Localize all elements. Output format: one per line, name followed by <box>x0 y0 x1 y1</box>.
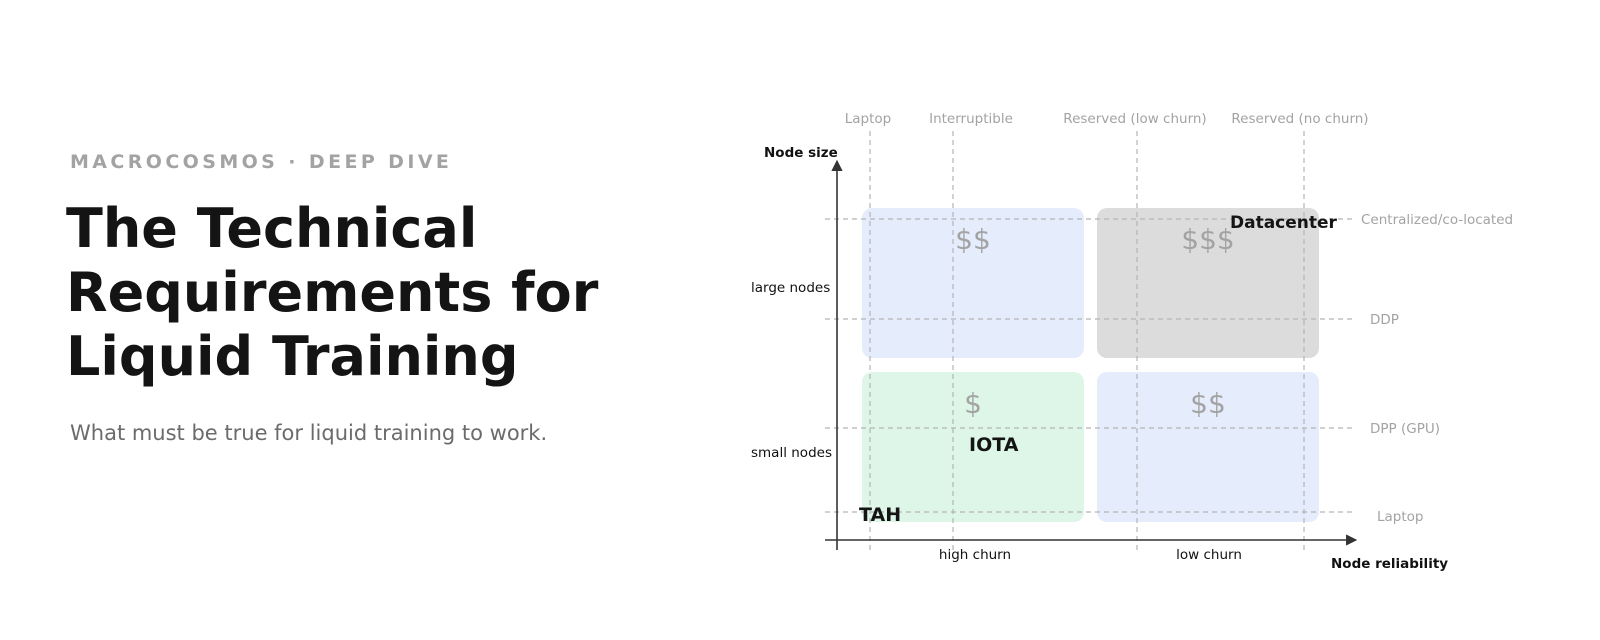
page-title: The Technical Requirements for Liquid Tr… <box>66 197 706 389</box>
top-labels: Laptop Interruptible Reserved (low churn… <box>845 111 1369 127</box>
region-label-tah: TAH <box>859 504 901 526</box>
top-label-reserved-no: Reserved (no churn) <box>1231 111 1368 127</box>
col-label-low-churn: low churn <box>1176 547 1242 563</box>
y-axis-label: Node size <box>764 145 838 161</box>
vertical-guides <box>869 131 1305 552</box>
cost-markers: $$ $$$ $ $$ <box>955 223 1235 420</box>
row-label-large: large nodes <box>751 280 830 296</box>
right-label-dpp: DPP (GPU) <box>1370 421 1440 437</box>
quadrant-small-low-churn <box>1097 372 1319 522</box>
region-label-iota: IOTA <box>969 434 1019 456</box>
horizontal-guides <box>825 218 1355 513</box>
eyebrow-label: MACROCOSMOS · DEEP DIVE <box>70 151 453 173</box>
right-labels: Centralized/co-located DDP DPP (GPU) Lap… <box>1361 212 1513 525</box>
col-label-high-churn: high churn <box>939 547 1011 563</box>
cost-bottom-right: $$ <box>1190 387 1226 420</box>
right-label-centralized: Centralized/co-located <box>1361 212 1513 228</box>
cost-bottom-left: $ <box>964 387 982 420</box>
top-label-laptop: Laptop <box>845 111 892 127</box>
region-label-datacenter: Datacenter <box>1230 213 1338 233</box>
quadrant-large-low-churn <box>1097 208 1319 358</box>
top-label-interruptible: Interruptible <box>929 111 1013 127</box>
title-line-2: Requirements for <box>66 261 599 324</box>
top-label-reserved-low: Reserved (low churn) <box>1063 111 1206 127</box>
quadrant-large-high-churn <box>862 208 1084 358</box>
col-labels: high churn low churn <box>939 547 1242 563</box>
x-axis-label: Node reliability <box>1331 556 1448 572</box>
right-label-ddp: DDP <box>1370 312 1399 328</box>
title-line-3: Liquid Training <box>66 325 519 388</box>
quadrant-small-high-churn <box>862 372 1084 522</box>
cost-top-left: $$ <box>955 223 991 256</box>
region-labels: Datacenter IOTA TAH <box>859 213 1338 526</box>
page-subtitle: What must be true for liquid training to… <box>70 421 548 445</box>
cost-top-right: $$$ <box>1181 223 1234 256</box>
title-line-1: The Technical <box>66 197 478 260</box>
row-label-small: small nodes <box>751 445 832 461</box>
row-labels: large nodes small nodes <box>751 280 832 461</box>
right-label-laptop: Laptop <box>1377 509 1424 525</box>
